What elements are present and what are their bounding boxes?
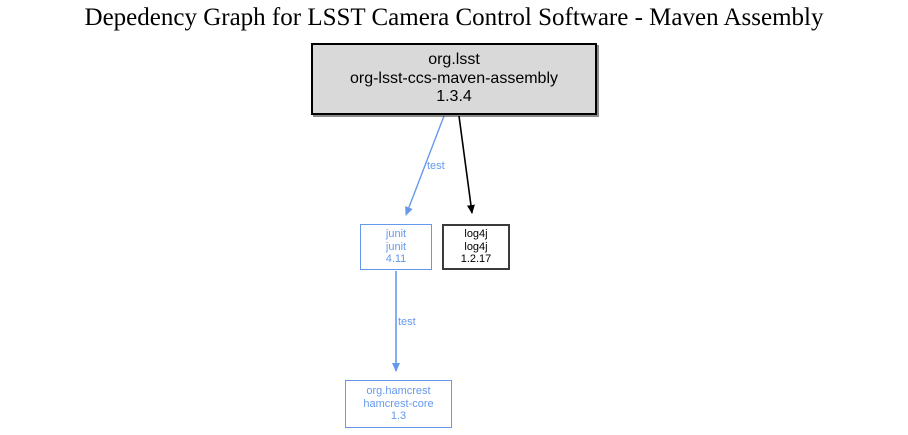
graph-node-hamcrest[interactable]: org.hamcrest hamcrest-core 1.3 <box>345 380 452 428</box>
node-root-version: 1.3.4 <box>436 88 472 106</box>
node-hamcrest-artifact-id: hamcrest-core <box>363 397 434 410</box>
node-log4j-version: 1.2.17 <box>460 253 492 266</box>
edge-label-root-junit: test <box>427 160 445 172</box>
node-hamcrest-group-id: org.hamcrest <box>366 384 431 397</box>
node-junit-group-id: junit <box>385 227 407 240</box>
node-root-group-id: org.lsst <box>428 50 480 68</box>
node-log4j-artifact-id: log4j <box>464 240 488 253</box>
edge-label-junit-hamcrest: test <box>398 316 416 328</box>
node-junit-artifact-id: junit <box>385 240 407 253</box>
edge-root-to-log4j <box>458 115 475 214</box>
node-root-artifact-id: org-lsst-ccs-maven-assembly <box>349 69 559 87</box>
graph-node-junit[interactable]: junit junit 4.11 <box>360 224 432 270</box>
node-hamcrest-version: 1.3 <box>390 410 407 423</box>
graph-node-root[interactable]: org.lsst org-lsst-ccs-maven-assembly 1.3… <box>311 43 597 115</box>
node-junit-version: 4.11 <box>385 253 407 266</box>
page-title: Depedency Graph for LSST Camera Control … <box>84 4 824 31</box>
graph-node-log4j[interactable]: log4j log4j 1.2.17 <box>442 224 510 270</box>
node-log4j-group-id: log4j <box>464 227 488 240</box>
